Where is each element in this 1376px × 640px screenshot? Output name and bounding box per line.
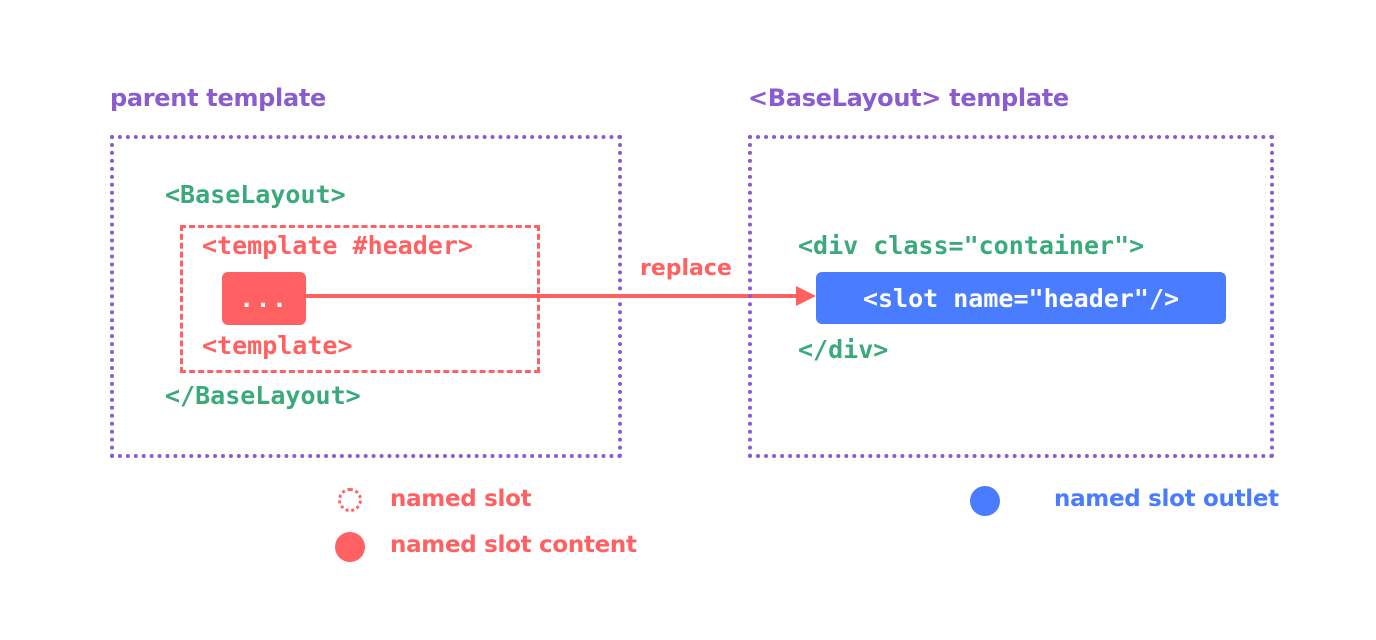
slot-content-ellipsis: ...: [239, 284, 289, 313]
base-layout-template-box: [748, 135, 1274, 458]
template-open-tag: <template #header>: [202, 231, 473, 260]
named-slot-legend-icon: [338, 488, 362, 512]
parent-open-tag: <BaseLayout>: [165, 180, 346, 209]
replace-arrow: [304, 286, 816, 306]
parent-template-title: parent template: [110, 84, 327, 112]
named-slot-content-legend-icon: [335, 532, 365, 562]
slot-outlet-tag: <slot name="header"/>: [862, 283, 1180, 313]
parent-close-tag: </BaseLayout>: [165, 381, 361, 410]
template-close-tag: <template>: [202, 331, 353, 360]
named-slot-outlet-legend-label: named slot outlet: [1054, 486, 1279, 512]
named-slot-content-legend-label: named slot content: [390, 532, 637, 558]
div-close-tag: </div>: [798, 335, 889, 364]
named-slot-content-pill: ...: [222, 272, 306, 325]
div-open-tag: <div class="container">: [798, 231, 1145, 260]
replace-arrow-head: [796, 286, 816, 306]
named-slot-outlet-legend-icon: [970, 486, 1000, 516]
replace-label: replace: [640, 256, 732, 281]
named-slot-box: [180, 225, 540, 373]
named-slot-outlet-pill: <slot name="header"/>: [816, 272, 1226, 324]
base-layout-template-title: <BaseLayout> template: [748, 84, 1069, 112]
named-slot-legend-label: named slot: [390, 486, 532, 512]
